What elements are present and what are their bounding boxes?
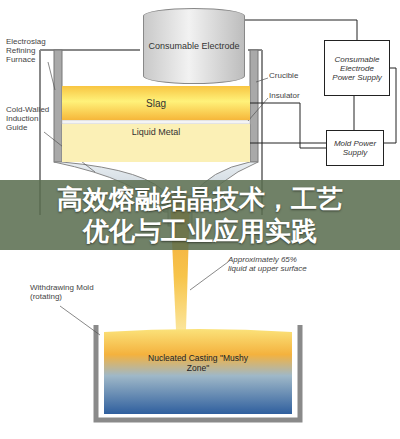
crucible-wall	[250, 50, 258, 162]
part-label: Crucible	[269, 72, 319, 81]
leader-line	[248, 98, 268, 121]
leader-line	[256, 78, 268, 82]
node-text: Slag	[143, 98, 169, 109]
node-text: Consumable Electrode	[145, 41, 242, 51]
part-label: Cold-Walled Induction Guide	[6, 106, 52, 132]
supply-wire	[354, 96, 355, 130]
part-label: Withdrawing Mold (rotating)	[30, 284, 100, 302]
power-supply-box: Mold Power Supply	[326, 130, 384, 166]
leader-line	[60, 306, 100, 335]
part-label: Insulator	[269, 92, 319, 101]
part-label: Approximately 65% liquid at upper surfac…	[228, 256, 308, 274]
power-wire	[250, 103, 326, 148]
liquid-metal-band: Liquid Metal	[62, 124, 250, 162]
node-text: Liquid Metal	[129, 127, 184, 137]
casting-ingot	[104, 329, 292, 414]
node-text: Mold Power Supply	[327, 139, 383, 157]
power-wire	[245, 20, 357, 40]
node-text: Nucleated Casting "Mushy Zone"	[140, 353, 256, 373]
withdrawing-mold	[96, 325, 300, 420]
electrode-cylinder: Consumable Electrode	[143, 8, 245, 84]
leader-line	[48, 62, 55, 90]
part-label: Electroslag Refining Furnace	[6, 38, 58, 64]
banner-title: 高效熔融结晶技术，工艺优化与工业应用实践	[0, 180, 400, 250]
mushy-zone-region: Nucleated Casting "Mushy Zone"	[140, 348, 256, 378]
node-text: Consumable Electrode Power Supply	[325, 55, 389, 82]
slag-band: Slag	[62, 86, 250, 120]
leader-line	[190, 262, 228, 290]
power-supply-box: Consumable Electrode Power Supply	[324, 40, 390, 96]
